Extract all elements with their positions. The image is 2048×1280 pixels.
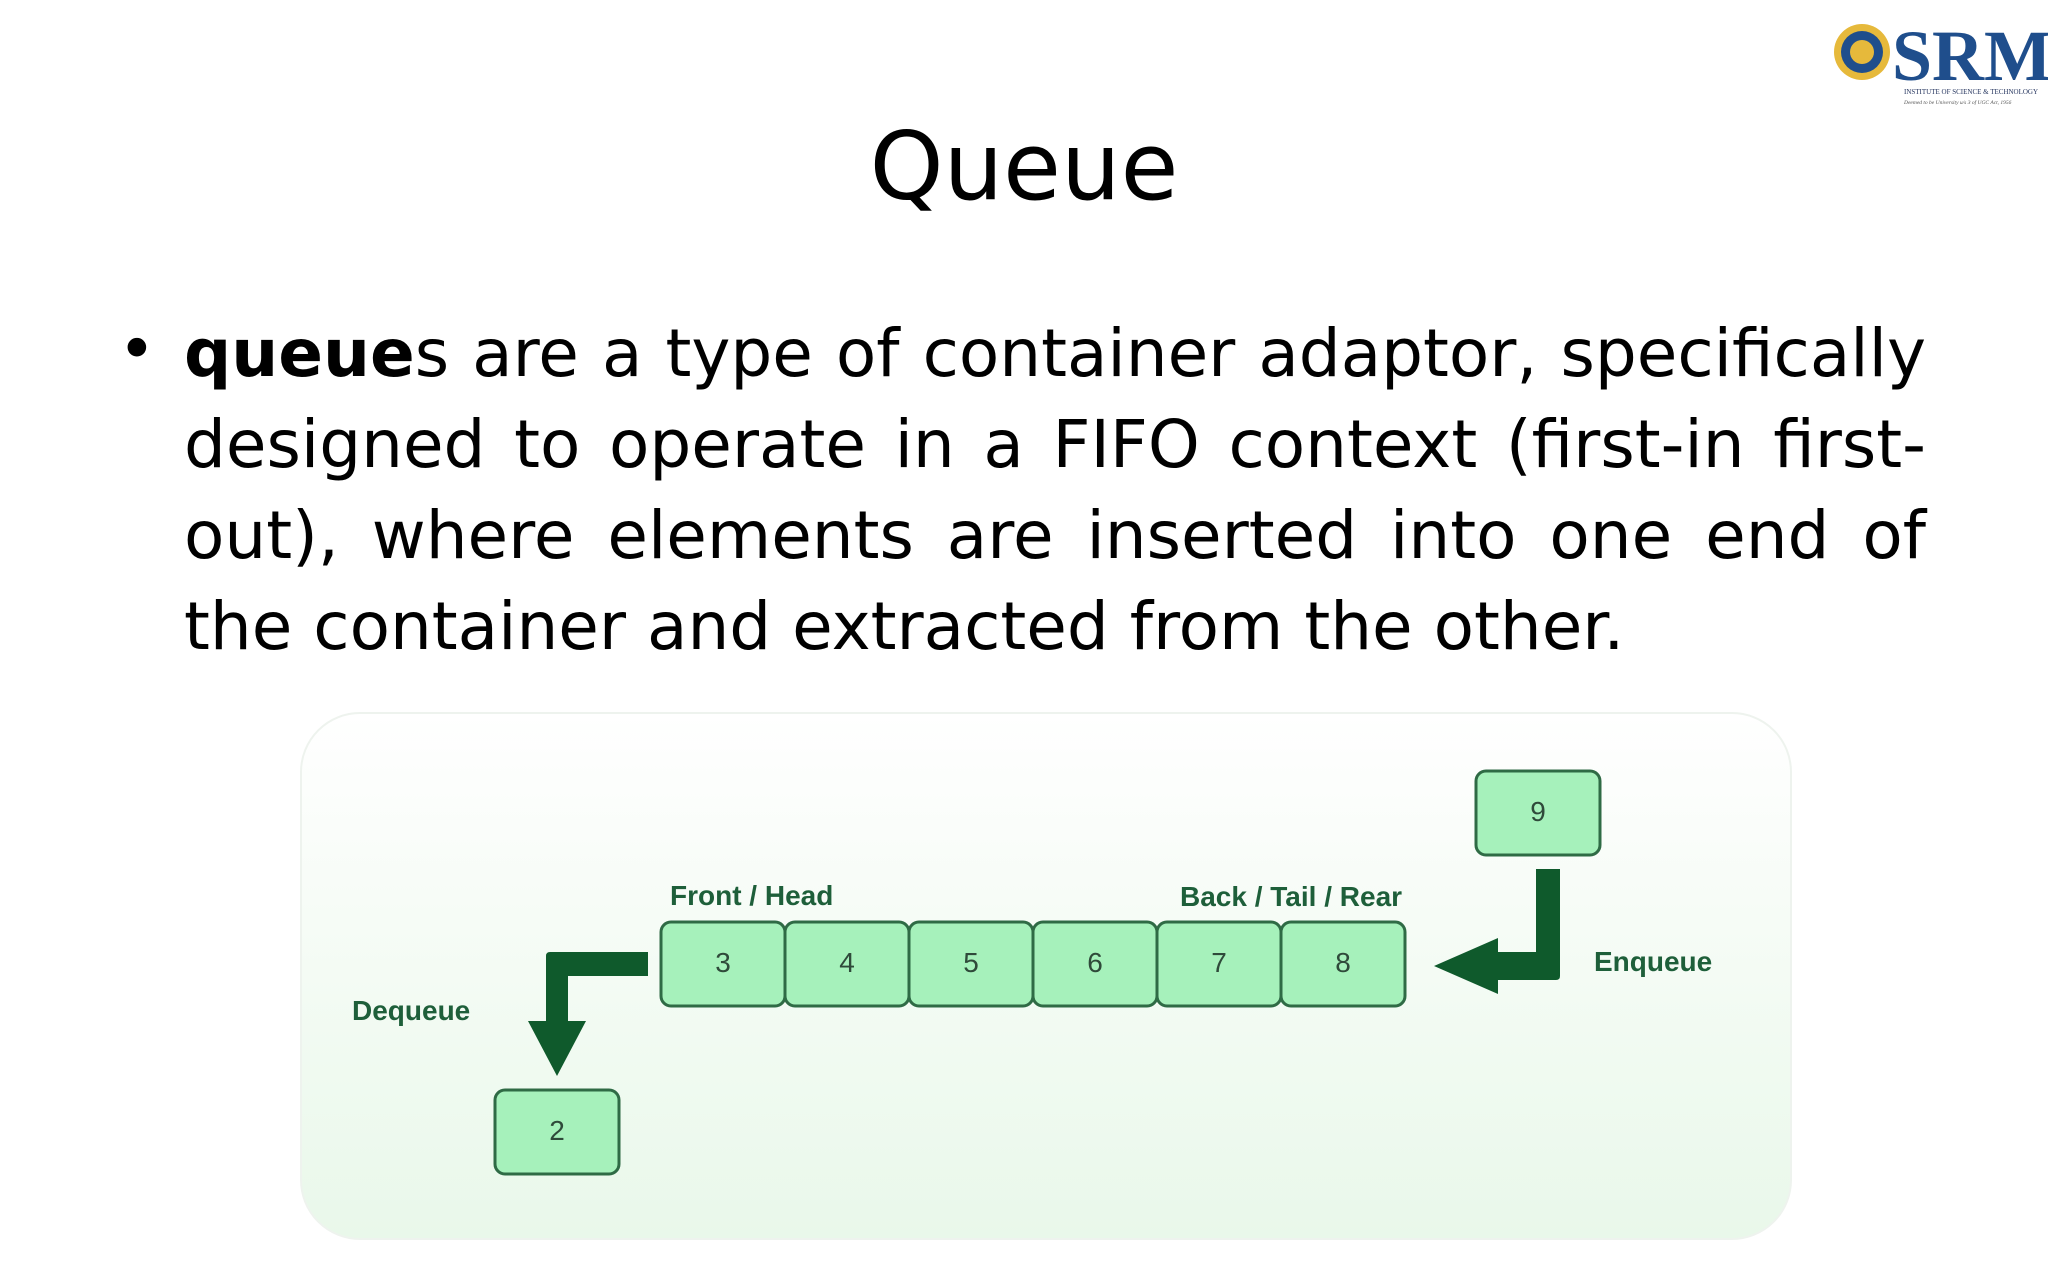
enqueue-arrow bbox=[1434, 869, 1560, 994]
dequeue-label: Dequeue bbox=[352, 995, 471, 1026]
queue-item-value: 3 bbox=[715, 947, 731, 978]
queue-item: 5 bbox=[907, 920, 1035, 1008]
logo-subtext: INSTITUTE OF SCIENCE & TECHNOLOGY bbox=[1904, 88, 2038, 96]
queue-item: 4 bbox=[783, 920, 911, 1008]
srm-logo: SRM INSTITUTE OF SCIENCE & TECHNOLOGY De… bbox=[1832, 6, 2048, 110]
queue-item-value: 5 bbox=[963, 947, 979, 978]
back-tail-rear-label: Back / Tail / Rear bbox=[1180, 881, 1403, 912]
slide-title: Queue bbox=[869, 113, 1179, 222]
enqueue-box-value: 9 bbox=[1530, 796, 1546, 827]
dequeue-box: 2 bbox=[493, 1088, 621, 1176]
queue-item-value: 8 bbox=[1335, 947, 1351, 978]
front-head-label: Front / Head bbox=[670, 880, 834, 911]
queue-item-value: 6 bbox=[1087, 947, 1103, 978]
dequeue-box-value: 2 bbox=[549, 1115, 565, 1146]
enqueue-box: 9 bbox=[1474, 769, 1602, 857]
queue-item: 8 bbox=[1279, 920, 1407, 1008]
queue-row: 3 4 5 6 7 8 bbox=[659, 920, 1407, 1008]
queue-item-value: 7 bbox=[1211, 947, 1227, 978]
bullet-bold-term: queue bbox=[184, 315, 415, 392]
bullet-dot: • bbox=[118, 313, 156, 387]
logo-tagline: Deemed to be University u/s 3 of UGC Act… bbox=[1903, 99, 2012, 106]
queue-item: 6 bbox=[1031, 920, 1159, 1008]
queue-diagram-svg: 3 4 5 6 7 8 9 2 bbox=[493, 769, 1602, 1176]
logo-emblem-center bbox=[1850, 40, 1874, 64]
queue-item: 3 bbox=[659, 920, 787, 1008]
queue-item-value: 4 bbox=[839, 947, 855, 978]
queue-diagram: 3 4 5 6 7 8 9 2 Front / Head Back / Tail / Re… bbox=[300, 712, 1792, 1240]
bullet-text: queues are a type of container adaptor, … bbox=[184, 308, 1926, 672]
bullet-body: s are a type of container adaptor, speci… bbox=[184, 315, 1926, 665]
logo-text: SRM bbox=[1892, 16, 2048, 96]
enqueue-label: Enqueue bbox=[1594, 946, 1713, 977]
queue-item-box bbox=[1279, 920, 1407, 1008]
queue-item: 7 bbox=[1155, 920, 1283, 1008]
dequeue-arrow bbox=[528, 952, 648, 1076]
